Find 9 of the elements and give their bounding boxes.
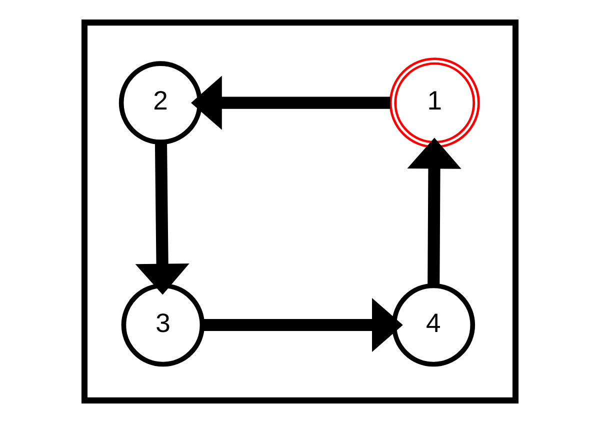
node-circle: 3 bbox=[121, 283, 205, 367]
node-circle: 2 bbox=[118, 61, 202, 144]
arrow bbox=[407, 138, 462, 286]
arrow bbox=[191, 76, 390, 130]
arrow bbox=[135, 142, 190, 295]
node-circle: 4 bbox=[392, 283, 476, 367]
node-circle: 1 bbox=[389, 58, 480, 148]
arrow bbox=[202, 298, 403, 352]
cluster bbox=[81, 20, 519, 404]
